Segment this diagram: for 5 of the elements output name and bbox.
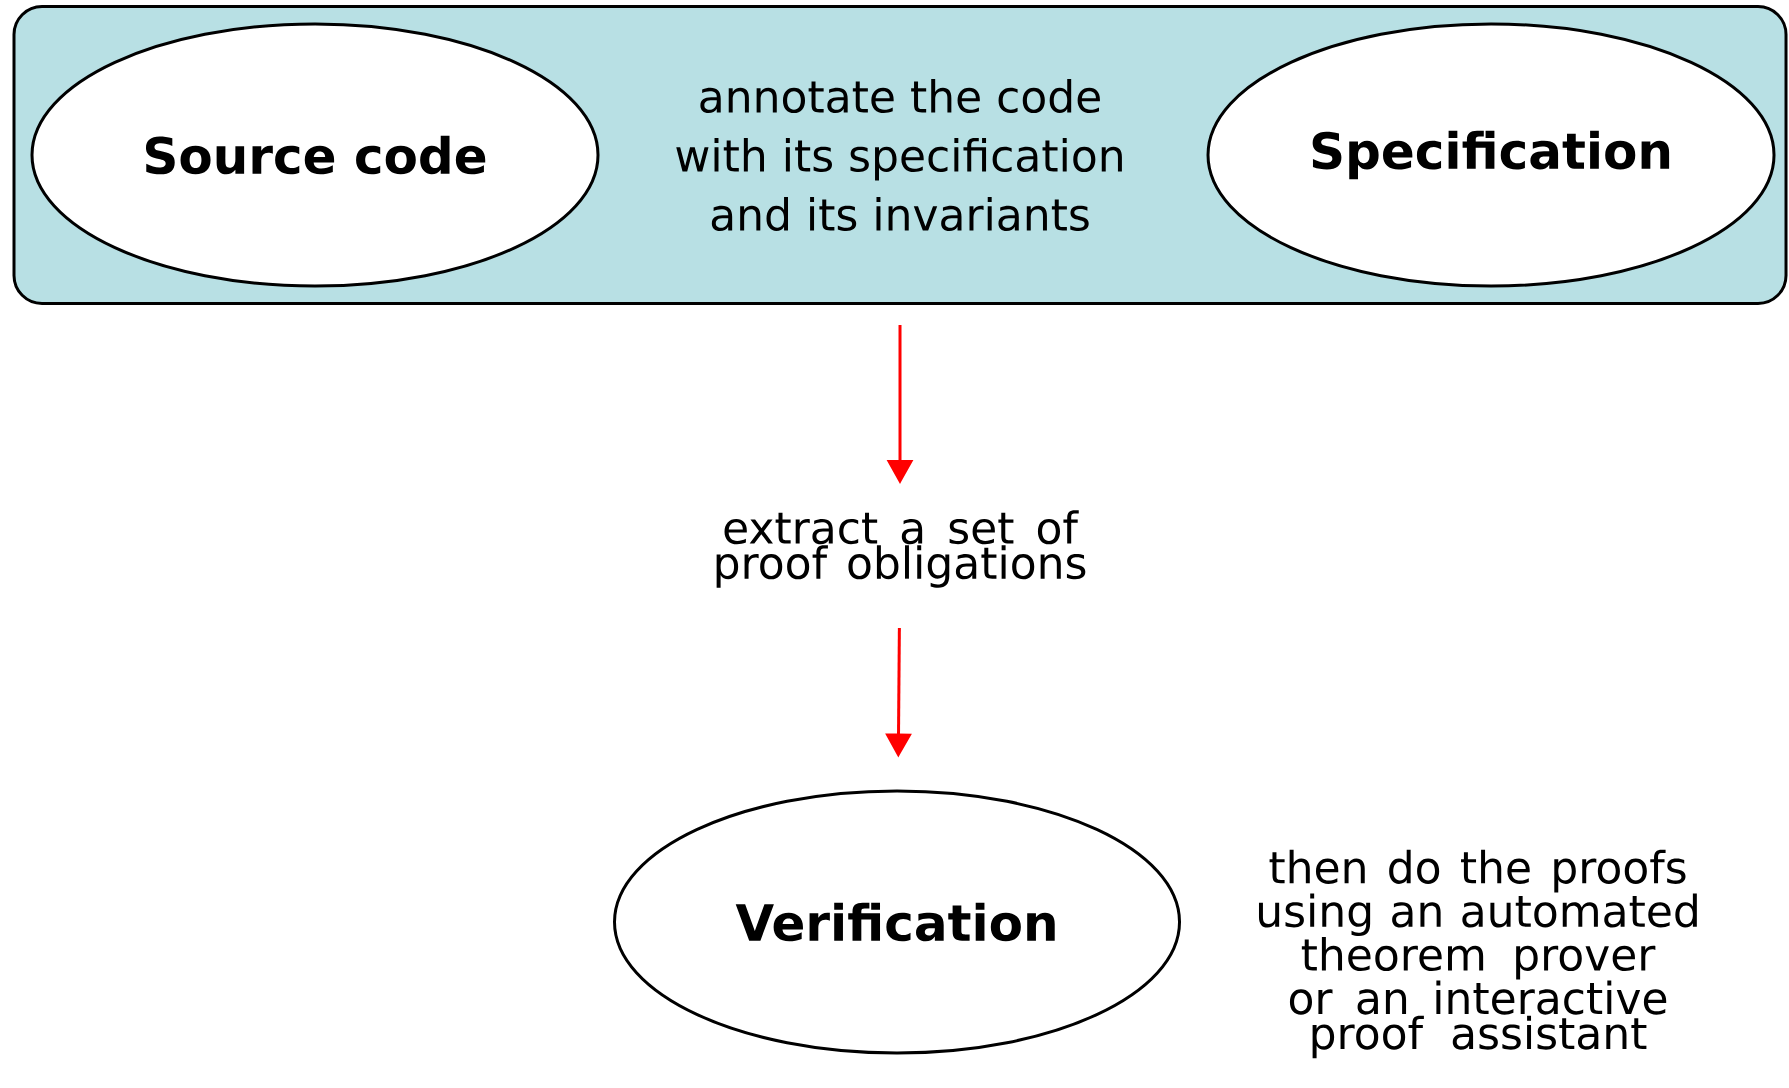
step-text: extract a set of proof obligations	[716, 510, 1086, 588]
ellipse-node: Source code	[30, 22, 600, 288]
side-note: then do the proofs using an automated theorem prover or an interactive proof assistant	[1259, 849, 1697, 1059]
ellipse-node: Verification	[613, 789, 1181, 1055]
ellipse-node: Specification	[1206, 22, 1776, 288]
